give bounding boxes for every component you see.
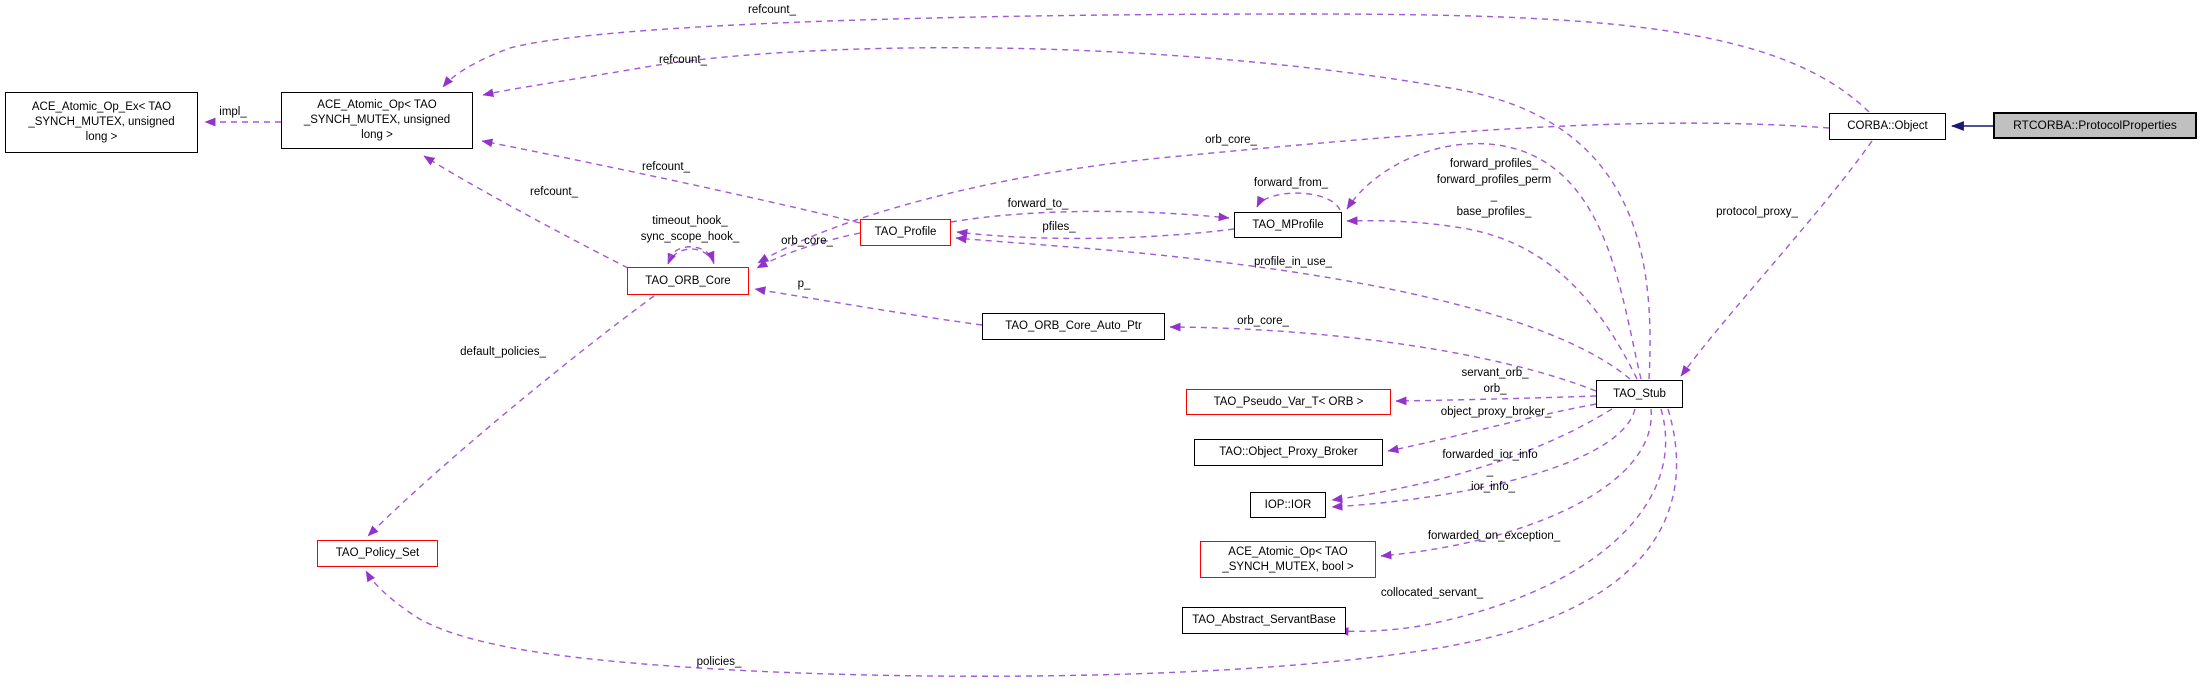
edge-orb-core-from-profile (756, 232, 861, 269)
edge-refcount-tao-orb-core (423, 155, 629, 269)
edge-protocol-proxy (1680, 140, 1873, 377)
node-tao-abstract-servantbase[interactable]: TAO_Abstract_ServantBase (1182, 607, 1346, 634)
edge-selfloop-mprofile (1256, 192, 1341, 211)
edge-ior-info (1331, 408, 1636, 511)
node-rtcorba-protocol-properties: RTCORBA::ProtocolProperties (1993, 112, 2197, 139)
edge-label-forwarded-ior-info: forwarded_ior_info _ (1442, 448, 1538, 477)
edge-label-refcount-tao-profile: refcount_ (642, 160, 690, 173)
edge-forward-to (950, 210, 1230, 223)
node-ace-atomic-op-bool[interactable]: ACE_Atomic_Op< TAO _SYNCH_MUTEX, bool > (1200, 541, 1376, 578)
edge-label-policies: policies_ (696, 655, 742, 668)
edge-label-refcount-tao-orb-core: refcount_ (530, 185, 578, 198)
node-tao-orb-core[interactable]: TAO_ORB_Core (627, 267, 749, 295)
edge-object-proxy-broker (1387, 403, 1597, 454)
edge-refcount-corba-object (442, 13, 1870, 113)
edge-orb-core-from-stub (1169, 322, 1597, 392)
node-tao-pseudo-var-t-orb[interactable]: TAO_Pseudo_Var_T< ORB > (1186, 389, 1391, 415)
edge-forward-profiles (1346, 142, 1642, 380)
edge-label-forwarded-on-exception: forwarded_on_exception_ (1427, 529, 1561, 542)
edge-label-ior-info: ior_info_ (1470, 480, 1516, 493)
edge-pfiles (956, 228, 1235, 240)
node-ace-atomic-op-ex-ulong[interactable]: ACE_Atomic_Op_Ex< TAO _SYNCH_MUTEX, unsi… (5, 92, 198, 153)
edge-p (754, 286, 983, 326)
edge-default-policies (367, 295, 655, 537)
node-tao-profile[interactable]: TAO_Profile (860, 219, 951, 246)
node-tao-stub[interactable]: TAO_Stub (1596, 380, 1683, 408)
edge-selfloop-orb-core-2 (667, 246, 715, 263)
node-tao-policy-set[interactable]: TAO_Policy_Set (317, 540, 438, 567)
edge-label-collocated-servant: collocated_servant_ (1380, 586, 1484, 599)
node-corba-object[interactable]: CORBA::Object (1829, 113, 1946, 140)
edge-label-protocol-proxy: protocol_proxy_ (1716, 205, 1798, 218)
edge-orb-core-from-corba-object (757, 122, 1830, 264)
edge-label-profile-in-use: profile_in_use_ (1253, 255, 1333, 268)
edge-label-forward-to: forward_to_ (1007, 197, 1069, 210)
edge-forwarded-ior-info (1331, 408, 1613, 503)
edge-label-pfiles: pfiles_ (1042, 220, 1076, 233)
edge-label-servant-orb: servant_orb_ orb_ (1461, 366, 1529, 395)
edge-label-refcount-corba-object: refcount_ (748, 3, 796, 16)
node-tao-mprofile[interactable]: TAO_MProfile (1234, 212, 1342, 238)
edge-label-orb-core-corba-object: orb_core_ (1205, 133, 1257, 146)
node-tao-object-proxy-broker[interactable]: TAO::Object_Proxy_Broker (1194, 439, 1383, 466)
edge-label-impl: impl_ (219, 105, 247, 118)
edge-policies (365, 408, 1678, 677)
node-ace-atomic-op-ulong[interactable]: ACE_Atomic_Op< TAO _SYNCH_MUTEX, unsigne… (281, 92, 473, 149)
edge-label-orb-core-stub: orb_core_ (1237, 314, 1289, 327)
edge-label-forward-profiles: forward_profiles_ forward_profiles_perm … (1436, 157, 1552, 203)
edge-refcount-tao-stub (482, 46, 1651, 380)
edge-base-profiles (1346, 216, 1638, 380)
edge-collocated-servant (1337, 408, 1667, 636)
edge-label-orb-core-profile: orb_core_ (781, 234, 833, 247)
edge-label-base-profiles: base_profiles_ (1456, 205, 1532, 218)
edge-label-forward-from: forward_from_ (1253, 176, 1329, 189)
edge-label-p: p_ (797, 277, 811, 290)
node-iop-ior[interactable]: IOP::IOR (1250, 492, 1326, 518)
edge-label-object-proxy-broker: object_proxy_broker_ (1440, 405, 1552, 418)
edge-label-refcount-tao-stub: refcount_ (659, 53, 707, 66)
edge-refcount-tao-profile (481, 138, 861, 224)
node-tao-orb-core-auto-ptr[interactable]: TAO_ORB_Core_Auto_Ptr (982, 313, 1165, 340)
edge-label-timeout-sync-hooks: timeout_hook_ sync_scope_hook_ (640, 214, 740, 243)
edge-label-default-policies: default_policies_ (460, 345, 546, 358)
edge-profile-in-use (955, 234, 1631, 380)
